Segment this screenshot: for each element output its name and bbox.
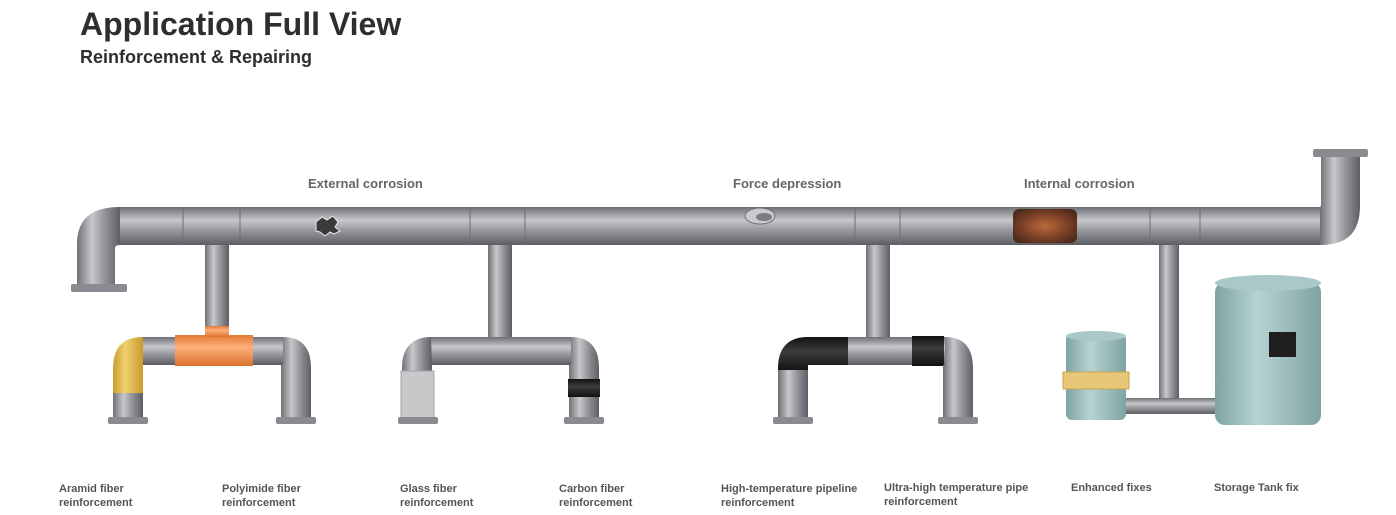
caption-glass-fiber: Glass fiber reinforcement [400, 483, 474, 509]
caption-carbon-fiber: Carbon fiber reinforcement [559, 483, 633, 509]
zone-label-external-corrosion: External corrosion [308, 176, 423, 191]
external-corrosion-spot [315, 215, 341, 237]
zone-label-force-depression: Force depression [733, 176, 842, 191]
caption-high-temperature: High-temperature pipeline reinforcement [721, 483, 858, 509]
caption-storage-tank-fix: Storage Tank fix [1214, 482, 1299, 494]
caption-polyimide-fiber: Polyimide fiber reinforcement [222, 483, 301, 509]
caption-enhanced-fixes: Enhanced fixes [1071, 482, 1152, 494]
page-subtitle: Reinforcement & Repairing [80, 47, 313, 67]
branch-glass-carbon [398, 245, 604, 424]
caption-aramid-fiber: Aramid fiber reinforcement [59, 483, 133, 509]
zone-label-internal-corrosion: Internal corrosion [1024, 176, 1135, 191]
caption-ultra-high-temperature: Ultra-high temperature pipe reinforcemen… [884, 482, 1029, 508]
force-depression-dent [744, 207, 776, 225]
page-title: Application Full View [80, 6, 402, 42]
branch-tanks [1062, 245, 1321, 425]
branch-aramid-polyimide [108, 245, 316, 424]
branch-high-temperature [773, 245, 978, 424]
internal-corrosion-patch [1013, 209, 1077, 243]
